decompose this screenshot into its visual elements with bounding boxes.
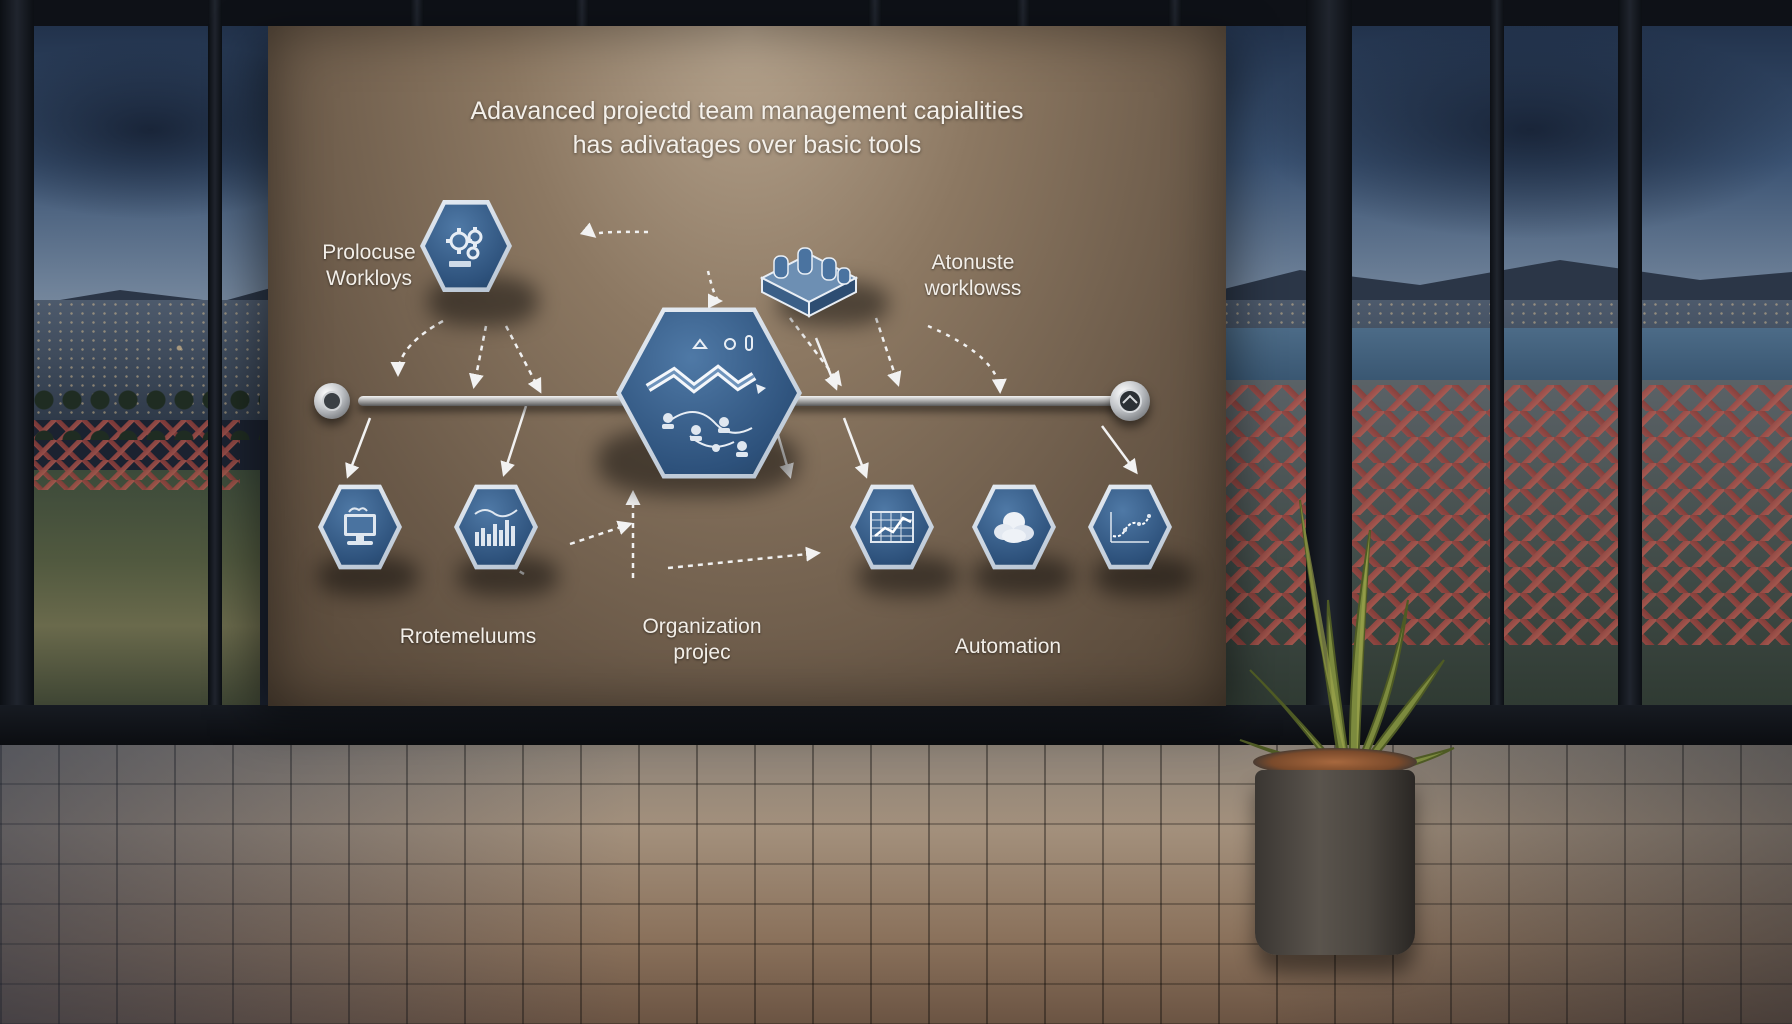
cloud-icon xyxy=(994,512,1034,543)
board-title-line-2: has adivatages over basic tools xyxy=(572,131,922,159)
arrow-dashed xyxy=(667,546,821,570)
board-title-line-1: Adavanced projectd team management capia… xyxy=(470,97,1024,125)
arrow-dashed xyxy=(789,317,842,387)
arrow-dashed xyxy=(579,222,649,238)
arrow-dashed xyxy=(874,317,902,387)
floor-shadow xyxy=(0,745,1792,1024)
plant-leaves xyxy=(1239,499,1455,780)
line-graph-icon xyxy=(1110,512,1151,543)
label-top-left: Prolocuse Workloys xyxy=(322,241,416,290)
arrow-dashed xyxy=(504,325,542,394)
window-mullion xyxy=(1618,0,1642,745)
window-top-frame xyxy=(0,0,1792,26)
computer-monitor-icon xyxy=(344,507,376,545)
timeline-start-knob xyxy=(314,383,350,419)
knob-center xyxy=(322,391,342,411)
arrow-dashed xyxy=(927,324,1007,394)
hex-bottom-3-face xyxy=(855,489,929,565)
database-cluster-icon xyxy=(759,247,859,318)
window-mullion xyxy=(208,0,222,745)
arrow-dashed xyxy=(569,520,633,546)
hex-bottom-4 xyxy=(972,484,1056,570)
workflow-chart-icon xyxy=(645,335,766,457)
label-bottom-right: Automation xyxy=(954,635,1062,658)
timeline-end-knob xyxy=(1110,381,1150,421)
window-mullion xyxy=(1490,0,1504,745)
label-bottom-left: Rrotemeluums xyxy=(399,625,537,648)
window-mullion xyxy=(0,0,34,745)
gears-icon xyxy=(446,227,483,267)
bar-chart-icon xyxy=(474,509,518,546)
hex-bottom-5 xyxy=(1088,484,1172,570)
arrow-solid xyxy=(814,337,839,391)
spreadsheet-chart-icon xyxy=(870,511,914,543)
arrow-solid xyxy=(500,405,528,477)
label-bottom-center: Organization projec xyxy=(642,615,762,664)
presentation-board: Adavanced projectd team management capia… xyxy=(268,26,1226,706)
village-roofs xyxy=(1180,385,1792,645)
label-top-right: Atonuste worklowss xyxy=(924,251,1022,300)
hex-bottom-4-face xyxy=(977,489,1051,565)
arrow-solid xyxy=(842,417,869,479)
board-title: Adavanced projectd team management capia… xyxy=(268,94,1226,162)
hex-bottom-2-face xyxy=(459,489,533,565)
hex-bottom-5-face xyxy=(1093,489,1167,565)
lake xyxy=(1180,328,1792,388)
plant-pot xyxy=(1255,770,1415,955)
arrow-dashed xyxy=(390,319,444,377)
window-sill xyxy=(0,705,1792,745)
arrow-solid xyxy=(345,417,372,479)
trees xyxy=(30,380,260,440)
hex-bottom-1-face xyxy=(323,489,397,565)
arrow-solid xyxy=(1100,425,1138,475)
flow-arrows xyxy=(345,222,1138,578)
arrow-dashed xyxy=(706,270,723,309)
arrow-dashed xyxy=(468,325,488,389)
steering-icon xyxy=(1118,389,1142,413)
hex-top-left xyxy=(420,200,512,292)
